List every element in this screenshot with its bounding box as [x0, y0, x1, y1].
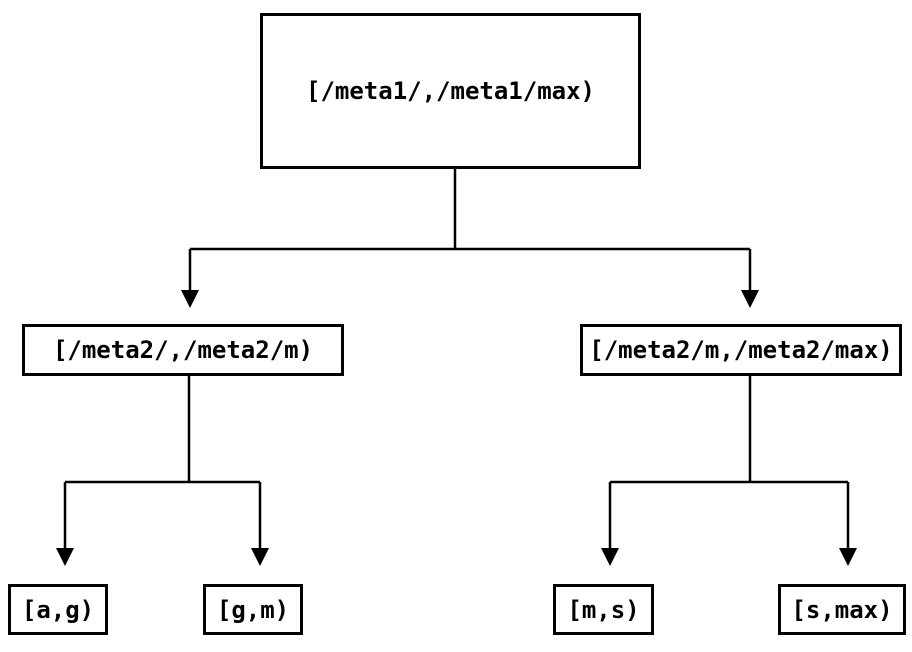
tree-node-root: [/meta1/,/meta1/max): [260, 13, 641, 169]
arrow-down-icon: [56, 548, 74, 566]
arrow-down-icon: [251, 548, 269, 566]
tree-node-meta2-right-label: [/meta2/m,/meta2/max): [589, 336, 893, 364]
tree-leaf-smax: [s,max): [778, 584, 906, 635]
tree-leaf-ms-label: [m,s): [567, 595, 640, 624]
arrow-down-icon: [601, 548, 619, 566]
tree-leaf-ag-label: [a,g): [21, 595, 95, 624]
tree-leaf-ms: [m,s): [553, 584, 654, 635]
tree-node-meta2-right: [/meta2/m,/meta2/max): [580, 324, 902, 376]
arrow-down-icon: [181, 290, 199, 308]
arrow-down-icon: [741, 290, 759, 308]
tree-node-meta2-left: [/meta2/,/meta2/m): [22, 324, 344, 376]
tree-leaf-ag: [a,g): [8, 584, 108, 635]
arrow-down-icon: [839, 548, 857, 566]
tree-leaf-gm: [g,m): [203, 584, 303, 635]
tree-leaf-gm-label: [g,m): [216, 595, 290, 624]
tree-node-root-label: [/meta1/,/meta1/max): [306, 77, 595, 105]
tree-node-meta2-left-label: [/meta2/,/meta2/m): [52, 336, 314, 364]
tree-leaf-smax-label: [s,max): [791, 595, 893, 624]
